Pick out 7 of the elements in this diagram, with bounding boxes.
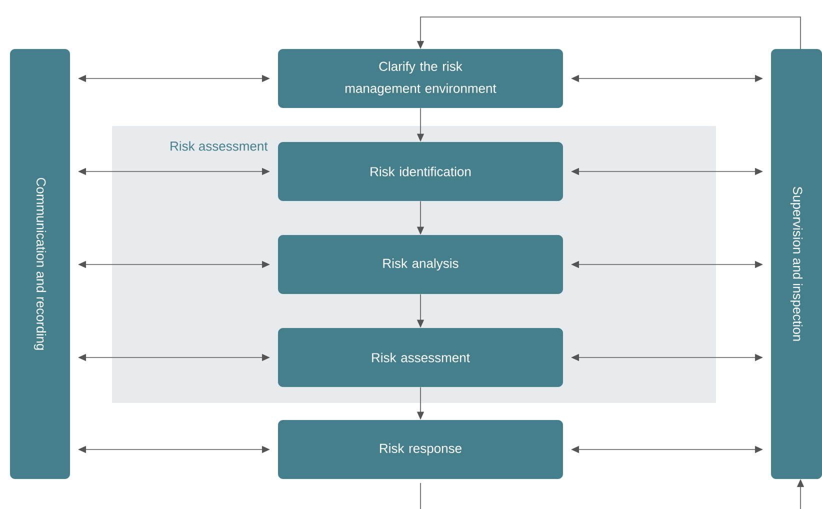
process-box: Risk analysis	[278, 235, 563, 294]
side-bar: Supervision and inspection	[771, 49, 822, 479]
process-box: Risk response	[278, 420, 563, 479]
process-box: Risk assessment	[278, 328, 563, 387]
process-box: Risk identification	[278, 142, 563, 201]
side-bar: Communication and recording	[10, 49, 70, 479]
process-box: Clarify the risk management environment	[278, 49, 563, 108]
